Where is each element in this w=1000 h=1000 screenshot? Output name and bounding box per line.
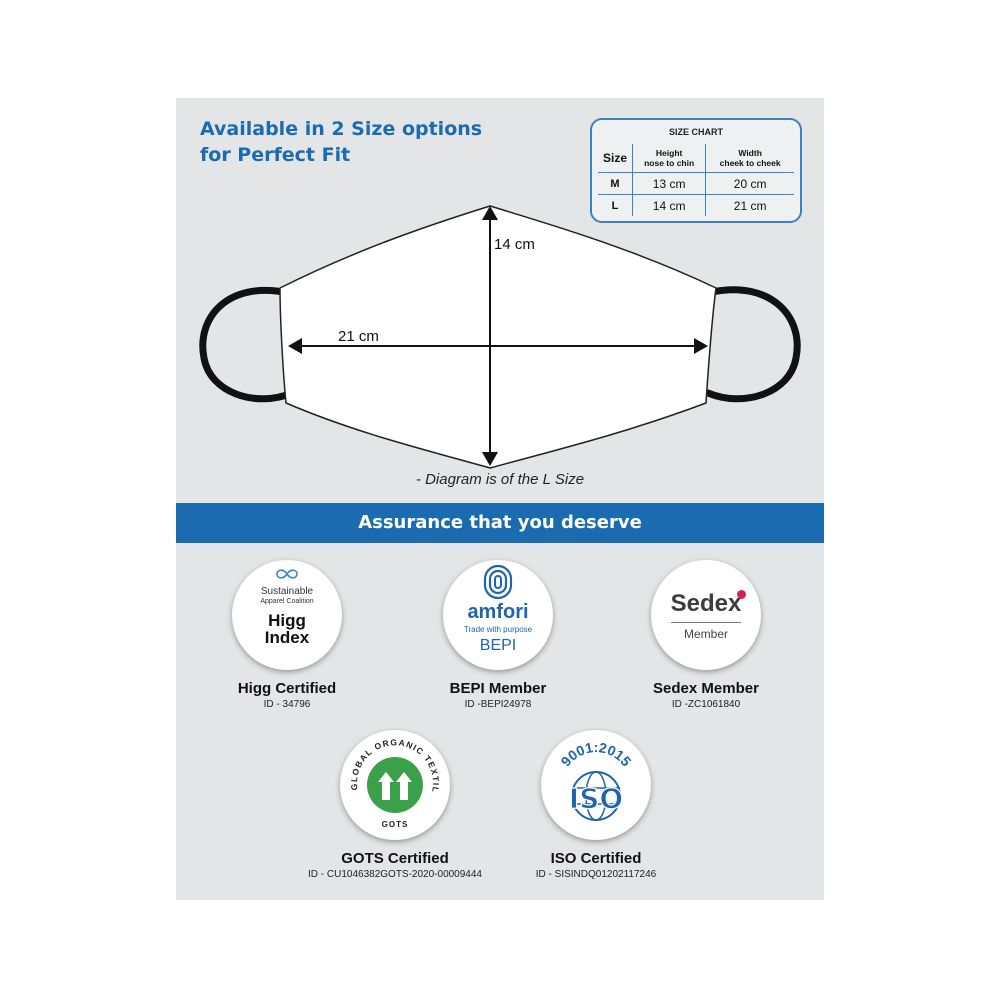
- iso-top-text: 9001:2015: [557, 739, 634, 769]
- width-cell: 20 cm: [705, 172, 794, 195]
- assurance-banner: Assurance that you deserve: [176, 503, 824, 543]
- headline-line-1: Available in 2 Size options: [200, 118, 483, 140]
- amfori-rings-icon: [483, 564, 513, 600]
- table-row: L 14 cm 21 cm: [598, 194, 794, 216]
- gots-seal-icon: GLOBAL ORGANIC TEXTILE STANDARD GOTS: [340, 730, 445, 835]
- height-arrow-head-bottom: [482, 452, 498, 466]
- cert-id: ID - 34796: [263, 699, 311, 710]
- cert-name: Higg Certified: [237, 680, 337, 697]
- size-cell: L: [598, 194, 633, 216]
- headline: Available in 2 Size options for Perfect …: [200, 116, 482, 168]
- table-row: M 13 cm 20 cm: [598, 172, 794, 195]
- higg-logo-line2: Apparel Coalition: [260, 598, 314, 605]
- width-header-line1: Width: [738, 148, 762, 158]
- amfori-sub: BEPI: [479, 637, 517, 654]
- gots-bottom-text: GOTS: [382, 820, 409, 829]
- cert-iso: 9001:2015 ISO ISO Certified ID - SISINDQ…: [506, 730, 686, 880]
- amfori-tagline: Trade with purpose: [463, 625, 533, 634]
- height-cell: 14 cm: [631, 194, 706, 216]
- svg-text:9001:2015: 9001:2015: [557, 739, 634, 769]
- cert-name: GOTS Certified: [341, 850, 449, 867]
- higg-logo-line1: Sustainable: [260, 586, 314, 597]
- size-chart-title: SIZE CHART: [669, 127, 723, 137]
- size-header: Size: [602, 151, 627, 165]
- gots-logo: GLOBAL ORGANIC TEXTILE STANDARD GOTS: [340, 730, 450, 840]
- mask-diagram: [199, 205, 801, 469]
- cert-id: ID -ZC1061840: [671, 699, 741, 710]
- sedex-sub: Member: [683, 627, 728, 641]
- iso-brand-text: ISO: [569, 782, 623, 815]
- size-chart: SIZE CHART Size Height nose to chin Widt…: [590, 118, 802, 223]
- width-arrow-head-right: [694, 338, 708, 354]
- cert-gots: GLOBAL ORGANIC TEXTILE STANDARD GOTS GOT…: [305, 730, 485, 880]
- iso-logo: 9001:2015 ISO: [541, 730, 651, 840]
- width-header: Width cheek to cheek: [705, 144, 794, 173]
- width-cell: 21 cm: [705, 194, 794, 216]
- height-header-line1: Height: [655, 148, 683, 158]
- higg-logo: Sustainable Apparel Coalition Higg Index: [232, 560, 342, 670]
- sedex-divider: [671, 622, 741, 623]
- cert-bepi: amfori Trade with purpose BEPI BEPI Memb…: [408, 560, 588, 710]
- height-header-line2: nose to chin: [644, 158, 695, 168]
- left-ear-loop: [199, 286, 296, 403]
- width-arrow-head-left: [288, 338, 302, 354]
- product-info-panel: Available in 2 Size options for Perfect …: [176, 98, 824, 900]
- cert-id: ID - SISINDQ01202117246: [535, 869, 657, 880]
- cert-id: ID -BEPI24978: [464, 699, 532, 710]
- headline-line-2: for Perfect Fit: [200, 144, 351, 166]
- cert-higg: Sustainable Apparel Coalition Higg Index…: [197, 560, 377, 710]
- width-label: 21 cm: [338, 328, 379, 345]
- iso-globe-icon: 9001:2015 ISO: [557, 739, 635, 821]
- sedex-dot-icon: [737, 590, 746, 599]
- higg-logo-line3: Higg: [268, 611, 306, 630]
- infinity-icon: [276, 569, 298, 579]
- higg-logo-line4: Index: [264, 628, 310, 647]
- width-header-line2: cheek to cheek: [719, 158, 781, 168]
- cert-name: ISO Certified: [550, 850, 642, 867]
- size-cell: M: [610, 177, 620, 190]
- height-header: Height nose to chin: [631, 144, 706, 173]
- sedex-logo: Sedex Member: [651, 560, 761, 670]
- height-arrow-head-top: [482, 206, 498, 220]
- size-chart-table: Size Height nose to chin Width cheek to …: [598, 144, 794, 216]
- amfori-logo: amfori Trade with purpose BEPI: [443, 560, 553, 670]
- cert-name: BEPI Member: [449, 680, 547, 697]
- size-chart-header-row: Size Height nose to chin Width cheek to …: [598, 144, 794, 173]
- mask-body: [279, 205, 717, 469]
- right-ear-loop: [704, 286, 801, 403]
- sedex-brand: Sedex: [670, 590, 742, 617]
- cert-name: Sedex Member: [653, 680, 759, 697]
- cert-sedex: Sedex Member Sedex Member ID -ZC1061840: [616, 560, 796, 710]
- cert-id: ID - CU1046382GOTS-2020-00009444: [308, 869, 482, 880]
- height-cell: 13 cm: [631, 172, 706, 195]
- amfori-brand: amfori: [467, 601, 529, 623]
- diagram-caption: - Diagram is of the L Size: [415, 471, 585, 488]
- height-label: 14 cm: [494, 236, 535, 253]
